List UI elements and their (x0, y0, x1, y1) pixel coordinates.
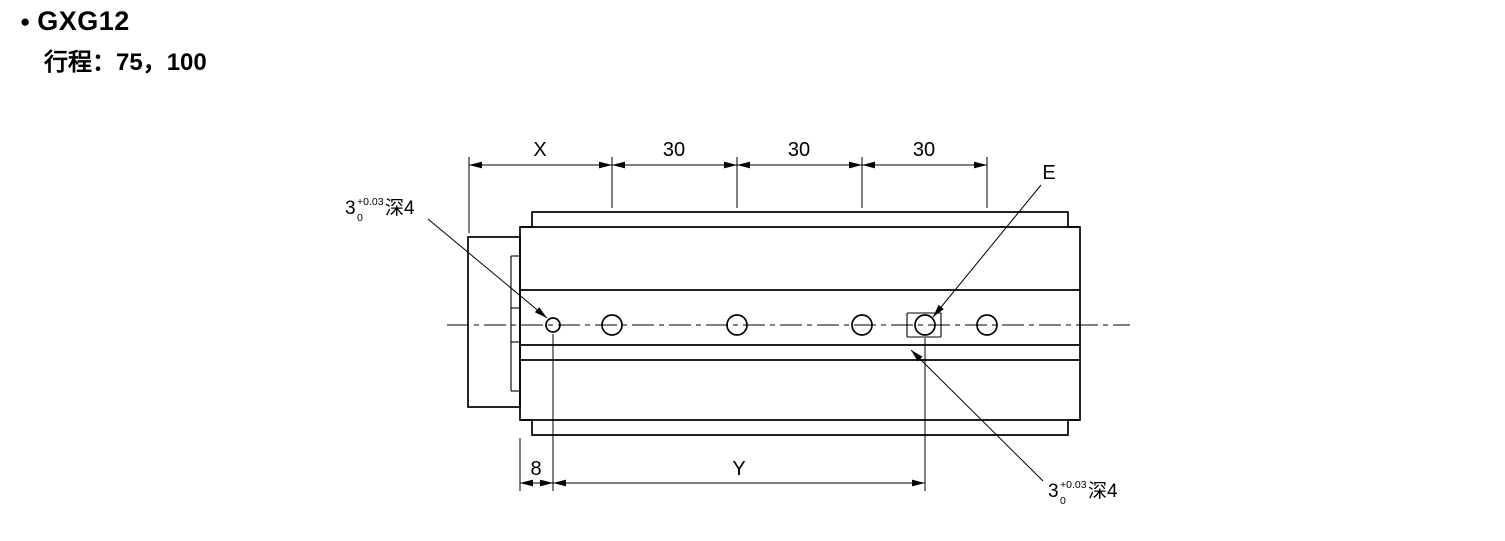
note-tolerance-upper: +0.03 (357, 196, 384, 208)
mounting-hole (726, 314, 748, 336)
dim-label-30-3: 30 (913, 139, 935, 161)
slotted-hole-e (914, 314, 936, 336)
note-tolerance-lower: 0 (357, 212, 363, 224)
top-dimension-chain: X 30 30 30 (468, 139, 988, 233)
cylinder-body (519, 211, 1081, 436)
hole-note-bottom-right: 3 +0.03 0 深4 (910, 349, 1118, 507)
note-depth: 深4 (385, 197, 415, 219)
stroke-label: 行程：75，100 (44, 49, 207, 76)
note-depth: 深4 (1088, 480, 1118, 502)
dowel-hole (545, 317, 561, 333)
note-tolerance-upper: +0.03 (1060, 479, 1087, 491)
dim-label-y: Y (732, 458, 745, 480)
title-row: ● GXG12 (20, 6, 207, 37)
note-diameter: 3 (345, 198, 356, 219)
dim-label-30-1: 30 (663, 139, 685, 161)
label-e: E (1042, 162, 1055, 184)
dim-label-30-2: 30 (788, 139, 810, 161)
leader-line-e (932, 184, 1042, 318)
leader-line-slot (910, 349, 1044, 482)
mounting-holes (545, 314, 998, 336)
leader-line-dowel (427, 218, 548, 319)
model-title: GXG12 (37, 6, 130, 36)
mounting-hole (976, 314, 998, 336)
end-cap (467, 236, 521, 408)
dim-label-8: 8 (530, 458, 541, 480)
bullet-icon: ● (20, 12, 31, 31)
body-outline (519, 211, 1081, 436)
header: ● GXG12 行程：75，100 (20, 6, 207, 77)
mounting-hole (851, 314, 873, 336)
hole-note-top-left: 3 +0.03 0 深4 (345, 196, 548, 319)
port-callout-e: E (932, 162, 1056, 318)
note-tolerance-lower: 0 (1060, 495, 1066, 507)
dim-label-x: X (533, 139, 546, 161)
mounting-hole (601, 314, 623, 336)
end-cap-outline (467, 236, 521, 408)
bottom-dimension-chain: 8 Y (519, 334, 926, 491)
note-diameter: 3 (1048, 481, 1059, 502)
